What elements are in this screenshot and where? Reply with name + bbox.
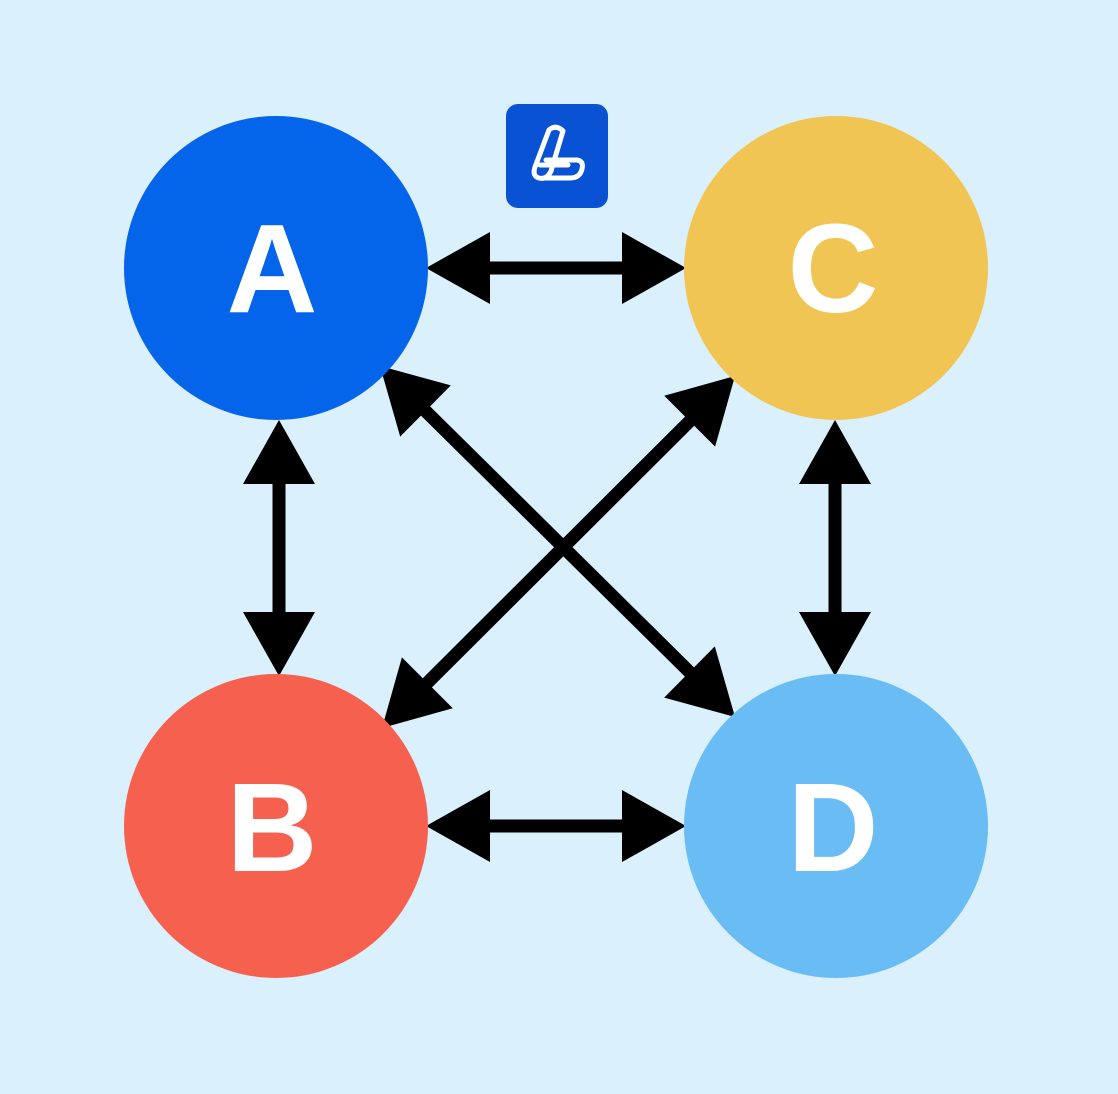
arrowhead [622,790,686,862]
edge-a-c [426,232,686,304]
node-a-label: A [227,198,318,339]
arrowhead [426,232,490,304]
edge-c-b [382,376,735,728]
arrowhead [799,612,871,676]
node-d-label: D [788,757,879,898]
edge-b-d [426,790,686,862]
node-c-label: C [788,198,879,339]
node-b-label: B [227,757,318,898]
arrowhead [799,420,871,484]
node-b-circle [124,674,428,978]
arrowhead [382,657,453,728]
arrowhead [664,376,735,447]
edge-a-d [380,366,735,717]
edge-c-d [799,420,871,676]
node-d-circle [684,674,988,978]
arrowhead [426,790,490,862]
node-d: D [684,674,988,978]
node-a: A [124,116,428,420]
link-logo-icon [506,104,608,208]
arrowhead [664,646,735,717]
node-b: B [124,674,428,978]
node-c: C [684,116,988,420]
arrow-shaft [418,412,699,692]
arrowhead [622,232,686,304]
arrowhead [380,366,451,437]
edges-group [243,232,871,862]
arrowhead [243,612,315,676]
arrow-shaft [416,402,699,681]
edge-a-b [243,420,315,676]
node-a-circle [124,116,428,420]
arrowhead [243,420,315,484]
logo-mark [531,124,585,181]
node-c-circle [684,116,988,420]
